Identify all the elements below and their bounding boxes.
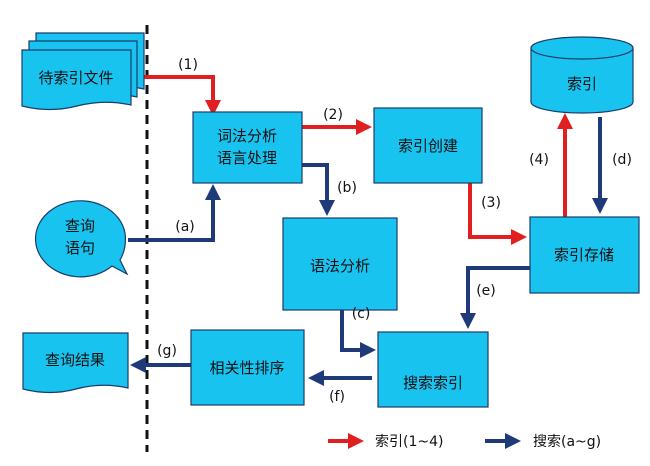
relevance-ranking-label: 相关性排序	[209, 359, 284, 377]
arrow-1	[134, 75, 221, 116]
lexical-label-line2: 语言处理	[217, 149, 277, 167]
query-results-label: 查询结果	[45, 351, 105, 369]
edge-label-a: (a)	[175, 219, 195, 235]
index-creation-node: 索引创建	[373, 107, 483, 184]
legend-search-label: 搜索(a~g)	[533, 433, 601, 450]
arrow-3	[468, 183, 527, 245]
legend: 索引(1~4) 搜索(a~g)	[328, 433, 601, 450]
index-creation-label: 索引创建	[398, 137, 458, 155]
edge-label-4: (4)	[529, 152, 549, 168]
documents-node: 待索引文件	[21, 32, 145, 111]
edge-label-g: (g)	[157, 343, 177, 359]
lexical-label-line1: 词法分析	[217, 127, 277, 145]
edge-label-f: (f)	[329, 389, 345, 405]
relevance-ranking-node: 相关性排序	[190, 329, 305, 406]
query-results-node: 查询结果	[22, 332, 129, 394]
syntax-analysis-label: 语法分析	[310, 257, 370, 275]
index-database-node: 索引	[530, 36, 634, 114]
syntax-analysis-node: 语法分析	[282, 217, 398, 311]
edge-label-3: (3)	[481, 195, 501, 211]
edge-label-d: (d)	[612, 152, 632, 168]
search-index-node: 搜索索引	[377, 331, 489, 408]
arrow-b	[302, 163, 335, 216]
query-label-line1: 查询	[65, 217, 95, 235]
lexical-analysis-node: 词法分析 语言处理	[192, 111, 303, 184]
arrow-e	[460, 266, 530, 329]
index-storage-node: 索引存储	[529, 216, 640, 294]
edge-label-1: (1)	[178, 57, 198, 73]
arrow-a	[128, 184, 221, 242]
legend-index-label: 索引(1~4)	[375, 433, 443, 450]
arrow-c	[340, 310, 376, 358]
edge-label-c: (c)	[352, 306, 371, 322]
index-storage-label: 索引存储	[554, 246, 614, 264]
documents-label: 待索引文件	[38, 69, 113, 87]
query-label-line2: 语句	[65, 239, 95, 257]
search-index-label: 搜索索引	[403, 374, 463, 392]
index-database-label: 索引	[567, 75, 597, 93]
query-statement-node: 查询 语句	[34, 200, 129, 278]
edge-label-e: (e)	[476, 283, 496, 299]
edge-label-2: (2)	[323, 107, 343, 123]
edge-label-b: (b)	[337, 180, 357, 196]
